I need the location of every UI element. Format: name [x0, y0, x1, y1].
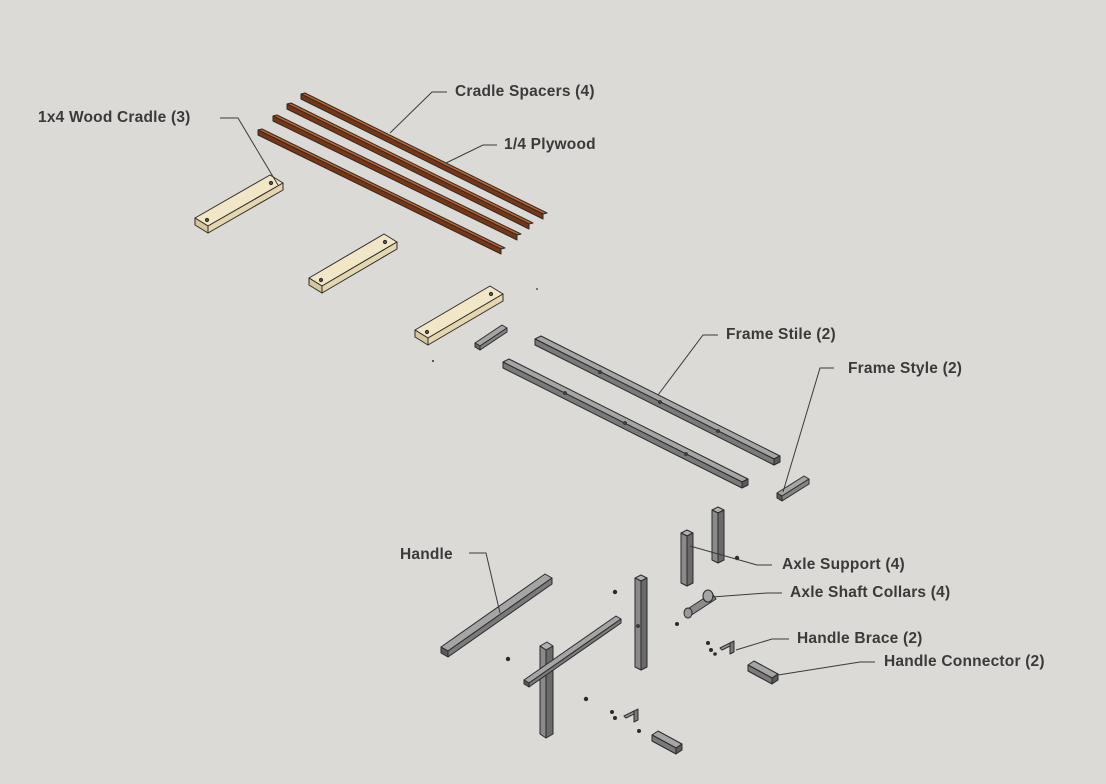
handle-post: [634, 574, 648, 671]
axle-support: [680, 529, 694, 587]
label-wood-cradle: 1x4 Wood Cradle (3): [38, 109, 191, 126]
wood-cradles: [194, 174, 504, 346]
leader-lines: [220, 91, 875, 676]
plywood-strips: [257, 92, 548, 255]
label-frame-style: Frame Style (2): [848, 360, 963, 377]
label-handle: Handle: [400, 546, 453, 563]
plywood-strip: [286, 102, 534, 230]
frame-spacer-block: [474, 324, 508, 351]
frame-style: [776, 475, 810, 502]
plywood-strip: [300, 92, 548, 220]
plywood-strip: [257, 128, 506, 255]
label-frame-stile: Frame Stile (2): [726, 326, 836, 343]
label-axle-shaft-collars: Axle Shaft Collars (4): [790, 584, 951, 601]
handle-connector: [651, 730, 683, 755]
plywood-strip: [272, 114, 522, 241]
frame-stile: [502, 358, 749, 489]
label-axle-support: Axle Support (4): [782, 556, 905, 573]
label-plywood: 1/4 Plywood: [504, 136, 596, 153]
axle-support: [711, 506, 725, 564]
handle-brace: [623, 708, 639, 723]
label-handle-brace: Handle Brace (2): [797, 630, 923, 647]
label-handle-connector: Handle Connector (2): [884, 653, 1045, 670]
handle-brace: [719, 640, 735, 655]
handle-post: [539, 641, 554, 739]
handle-crossbar: [523, 615, 622, 688]
label-cradle-spacers: Cradle Spacers (4): [455, 83, 595, 100]
axle-shaft-collar: [683, 589, 717, 619]
handle-connector: [747, 660, 779, 685]
hardware-fasteners: [432, 288, 740, 733]
frame-stile: [534, 335, 781, 466]
wood-cradle: [194, 174, 284, 234]
steel-frame-parts: [440, 324, 810, 755]
wood-cradle: [414, 285, 504, 346]
handle-bar: [440, 573, 553, 658]
wood-cradle: [308, 233, 398, 294]
